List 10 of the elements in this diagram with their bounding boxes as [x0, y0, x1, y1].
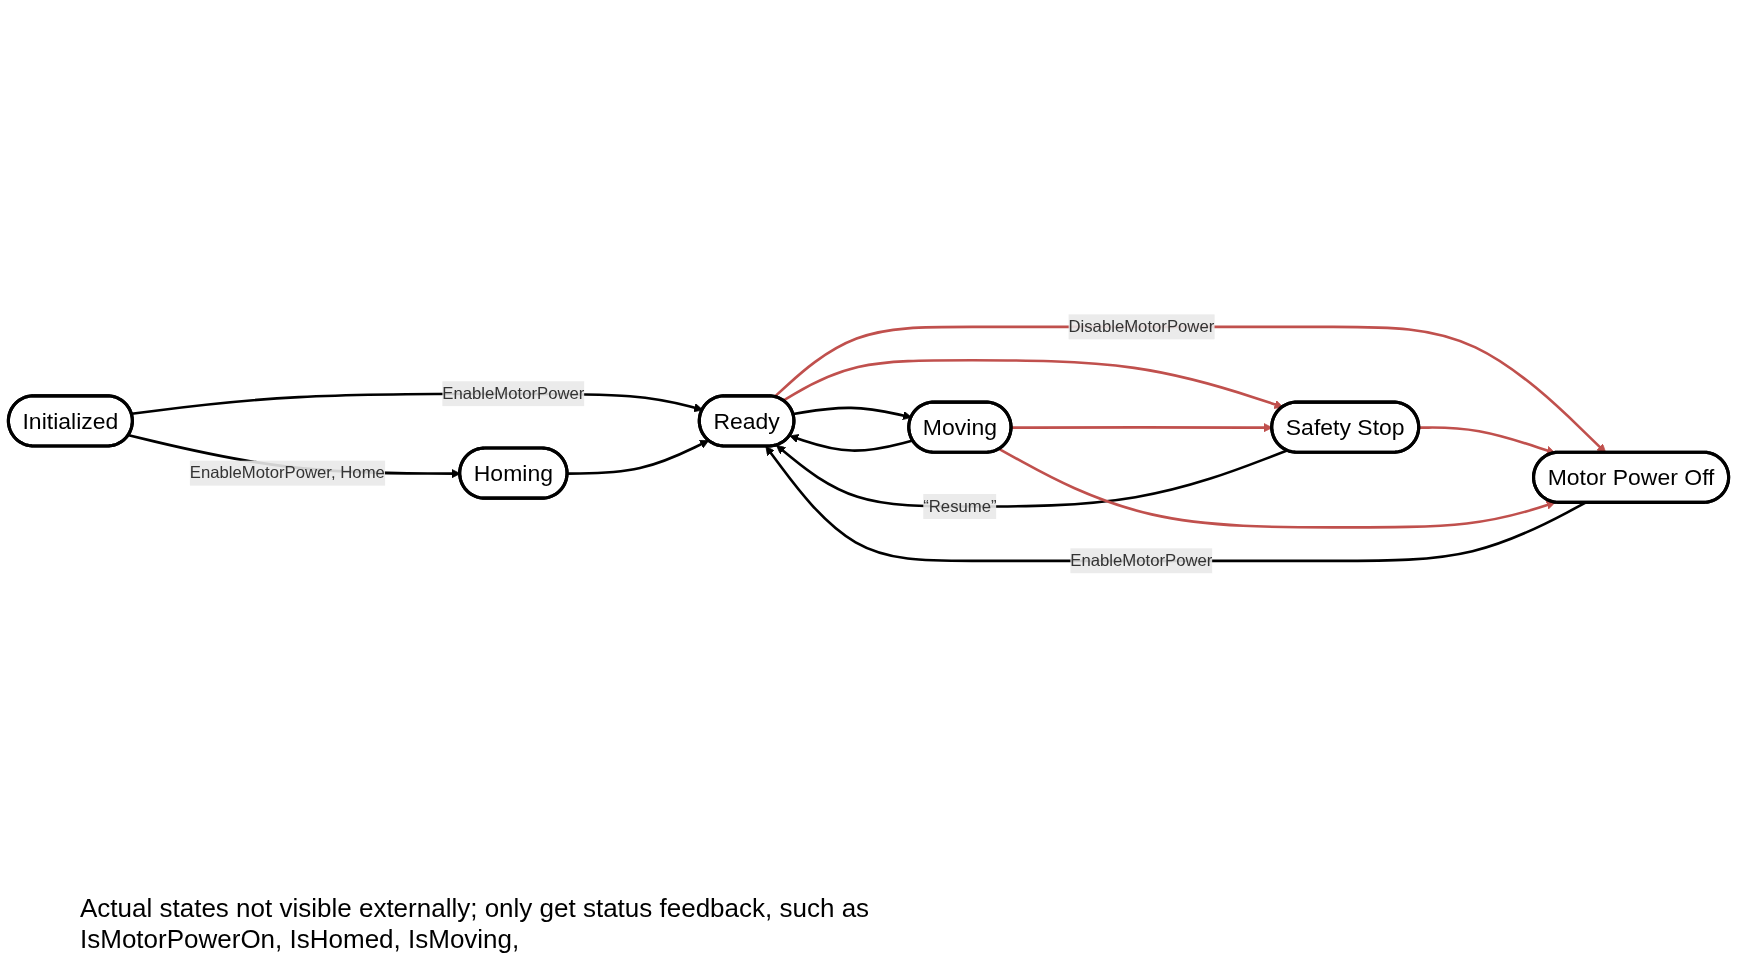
edge-label: EnableMotorPower, Home — [189, 463, 385, 482]
arrow — [773, 325, 1607, 453]
arrow — [998, 447, 1556, 529]
arrow — [789, 433, 914, 452]
note-text: Actual states not visible externally; only get status feedback, such as IsMotorPowerOn, IsHomed, IsMoving, — [80, 893, 871, 955]
edge-label: “Resume” — [923, 496, 997, 515]
arrow — [567, 439, 710, 475]
edge-label: EnableMotorPower — [1070, 551, 1213, 569]
edge-label: DisableMotorPower — [1068, 317, 1215, 335]
edge-label: EnableMotorPower — [442, 383, 585, 402]
